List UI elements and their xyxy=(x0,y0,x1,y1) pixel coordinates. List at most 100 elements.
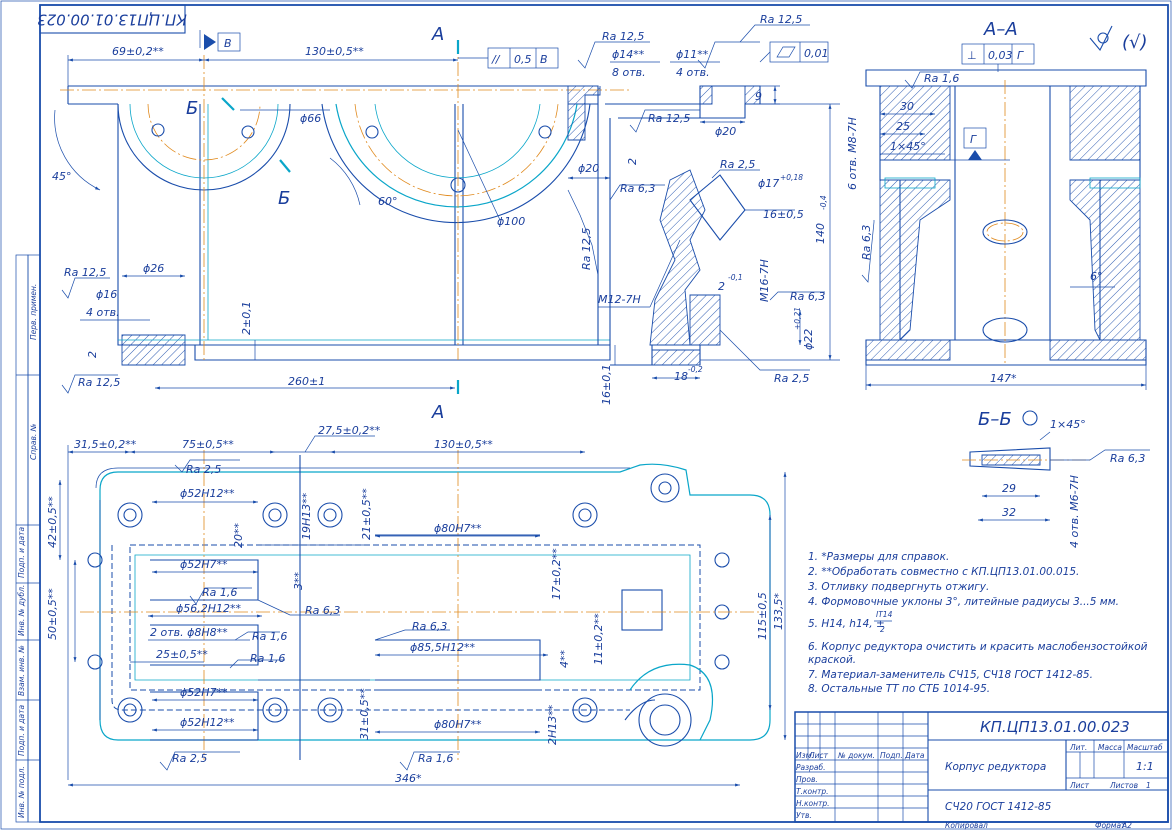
dim-plan-19h13: 19H13** xyxy=(300,492,313,540)
cut-b2-label: Б xyxy=(278,188,290,209)
note-6-cont: краской. xyxy=(808,654,856,666)
dim-140-tol: -0,4 xyxy=(819,195,828,210)
technical-notes: 1. *Размеры для справок. 2. **Обработать… xyxy=(808,551,1148,695)
dim-aa-30: 30 xyxy=(900,100,914,113)
role-developer: Разраб. xyxy=(796,763,825,772)
note-7: 7. Материал-заменитель СЧ15, СЧ18 ГОСТ 1… xyxy=(808,669,1093,681)
label-sign-date-1: Подп. и дата xyxy=(17,527,26,578)
ra-6-3-bb: Ra 6,3 xyxy=(1110,452,1145,465)
angle-aa-6: 6° xyxy=(1090,270,1103,283)
dim-9: 9 xyxy=(755,90,762,103)
dim-d14: ϕ14** xyxy=(612,48,645,61)
stamp-scale-value: 1:1 xyxy=(1136,760,1154,773)
dim-2-offset-tol: -0,1 xyxy=(728,273,743,282)
dim-plan-3: 3** xyxy=(292,572,305,590)
ra-12-5-mid: Ra 12,5 xyxy=(648,112,690,125)
dim-16: 16±0,5 xyxy=(763,208,804,221)
tol-parallel-base: В xyxy=(540,53,548,66)
ra-12-5-top-right: Ra 12,5 xyxy=(760,13,802,26)
plan-dimensions: 31,5±0,2** 75±0,5** 27,5±0,2** 130±0,5**… xyxy=(46,424,787,787)
cut-a-bottom-label: А xyxy=(431,402,444,423)
dim-plan-11: 11±0,2** xyxy=(592,613,605,665)
label-orig-inv: Инв. № подл. xyxy=(17,766,26,818)
dim-plan-25: 25±0,5** xyxy=(156,648,208,661)
dim-d17: ϕ17 xyxy=(758,177,779,190)
ra-6-3-m16: Ra 6,3 xyxy=(790,290,825,303)
section-bb-title: Б–Б xyxy=(978,409,1012,430)
ra-1-6-plan-1: Ra 1,6 xyxy=(202,586,237,599)
role-checker: Пров. xyxy=(796,775,818,784)
dim-bb-m6: 4 отв. M6-7H xyxy=(1068,475,1081,548)
top-code-text: КП.ЦП13.01.00.023 xyxy=(37,11,187,29)
dim-plan-4: 4** xyxy=(558,650,571,668)
angle-45: 45° xyxy=(52,170,72,183)
dim-plan-133-5: 133,5* xyxy=(772,593,785,630)
note-1: 1. *Размеры для справок. xyxy=(808,551,949,563)
ra-6-3-plan-1: Ra 6,3 xyxy=(305,604,340,617)
note-4: 4. Формовочные уклоны 3°, литейные радиу… xyxy=(808,596,1119,608)
dim-plan-75: 75±0,5** xyxy=(182,438,234,451)
dim-plan-80h7-top: ϕ80H7** xyxy=(434,522,482,535)
dim-4-holes: 4 отв. xyxy=(86,306,120,319)
stamp-sheets: Листов xyxy=(1109,781,1138,790)
dim-16-base: 16±0,1 xyxy=(600,364,613,405)
dim-d22: ϕ22 xyxy=(802,329,815,350)
dim-plan-80h7-bottom: ϕ80H7** xyxy=(434,718,482,731)
note-8: 8. Остальные ТТ по СТБ 1014-95. xyxy=(808,683,990,695)
note-5: 5. H14, h14, ± xyxy=(808,618,885,630)
tol-parallel-value: 0,5 xyxy=(514,53,532,66)
section-bb: Б–Б 1×45° Ra 6,3 29 32 4 отв. M6-7H xyxy=(962,409,1150,548)
ra-2-5-plan-top: Ra 2,5 xyxy=(186,463,221,476)
dim-plan-2h13: 2H13** xyxy=(546,704,559,745)
ra-12-5-top: Ra 12,5 xyxy=(602,30,644,43)
stamp-format: Формат xyxy=(1095,821,1126,830)
role-norm-control: Н.контр. xyxy=(796,799,830,808)
dim-d66: ϕ66 xyxy=(300,112,321,125)
dim-d11: ϕ11** xyxy=(676,48,709,61)
note-2: 2. **Обработать совместно с КП.ЦП13.01.0… xyxy=(808,566,1079,578)
note-5-numerator: IT14 xyxy=(876,610,893,619)
dim-plan-21: 21±0,5** xyxy=(360,488,373,540)
stamp-sheet: Лист xyxy=(1069,781,1090,790)
dim-plan-52h12-bottom: ϕ52H12** xyxy=(180,716,235,729)
col-doc: № докум. xyxy=(837,751,875,760)
base-b: В xyxy=(224,37,232,50)
dim-130: 130±0,5** xyxy=(305,45,364,58)
dim-69: 69±0,2** xyxy=(112,45,164,58)
section-aa-title: А–А xyxy=(983,19,1018,40)
cut-a-top-label: А xyxy=(431,24,444,45)
ra-2-5-plan-bottom: Ra 2,5 xyxy=(172,752,207,765)
tol-perp-value: 0,03 xyxy=(988,49,1013,62)
general-roughness-text: (√) xyxy=(1122,32,1148,53)
dim-260: 260±1 xyxy=(288,375,325,388)
left-column-labels: Перв. примен. Справ. № Подп. и дата Инв.… xyxy=(17,284,38,818)
note-6: 6. Корпус редуктора очистить и красить м… xyxy=(808,641,1148,653)
section-cut-b: Б Б xyxy=(186,97,291,209)
ra-12-5-vertical: Ra 12,5 xyxy=(580,228,593,270)
dim-plan-85-5: ϕ85,5H12** xyxy=(410,641,476,654)
plan-view xyxy=(80,450,771,760)
dim-plan-8h8: 2 отв. ϕ8H8** xyxy=(150,626,228,639)
dim-bb-chamfer: 1×45° xyxy=(1050,418,1086,431)
stamp-code: КП.ЦП13.01.00.023 xyxy=(980,718,1130,736)
section-aa: А–А ⊥ 0,03 Г Ra 1,6 30 25 1×45° 6 отв. xyxy=(846,19,1147,390)
ra-1-6-plan-4: Ra 1,6 xyxy=(418,752,453,765)
angle-60: 60° xyxy=(378,195,398,208)
dim-plan-42: 42±0,5** xyxy=(46,496,59,548)
dim-plan-52h12-top: ϕ52H12** xyxy=(180,487,235,500)
col-sign: Подп. xyxy=(880,751,903,760)
dim-bb-29: 29 xyxy=(1002,482,1016,495)
dim-plan-52h7-bottom: ϕ52H7** xyxy=(180,686,228,699)
tol-perp-symbol: ⊥ xyxy=(967,49,977,62)
dim-d16-left: ϕ16 xyxy=(96,288,117,301)
dim-2-front: 2 xyxy=(626,158,639,165)
ra-2-5-front: Ra 2,5 xyxy=(720,158,755,171)
front-view xyxy=(60,40,761,366)
label-replace-inv: Взам. инв. № xyxy=(17,645,26,696)
stamp-mass: Масса xyxy=(1098,743,1122,752)
dim-aa-147: 147* xyxy=(990,372,1017,385)
dim-18: 18 xyxy=(674,370,688,383)
